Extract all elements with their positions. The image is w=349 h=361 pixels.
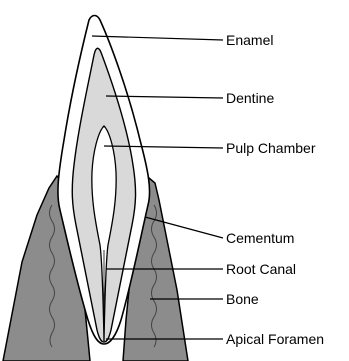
label-dentine: Dentine	[226, 90, 274, 106]
label-root-canal: Root Canal	[226, 261, 296, 277]
label-cementum: Cementum	[226, 230, 294, 246]
label-enamel: Enamel	[226, 32, 273, 48]
leader-enamel	[92, 36, 223, 40]
label-apical-foramen: Apical Foramen	[226, 331, 324, 347]
label-bone: Bone	[226, 291, 259, 307]
label-pulp-chamber: Pulp Chamber	[226, 140, 316, 156]
